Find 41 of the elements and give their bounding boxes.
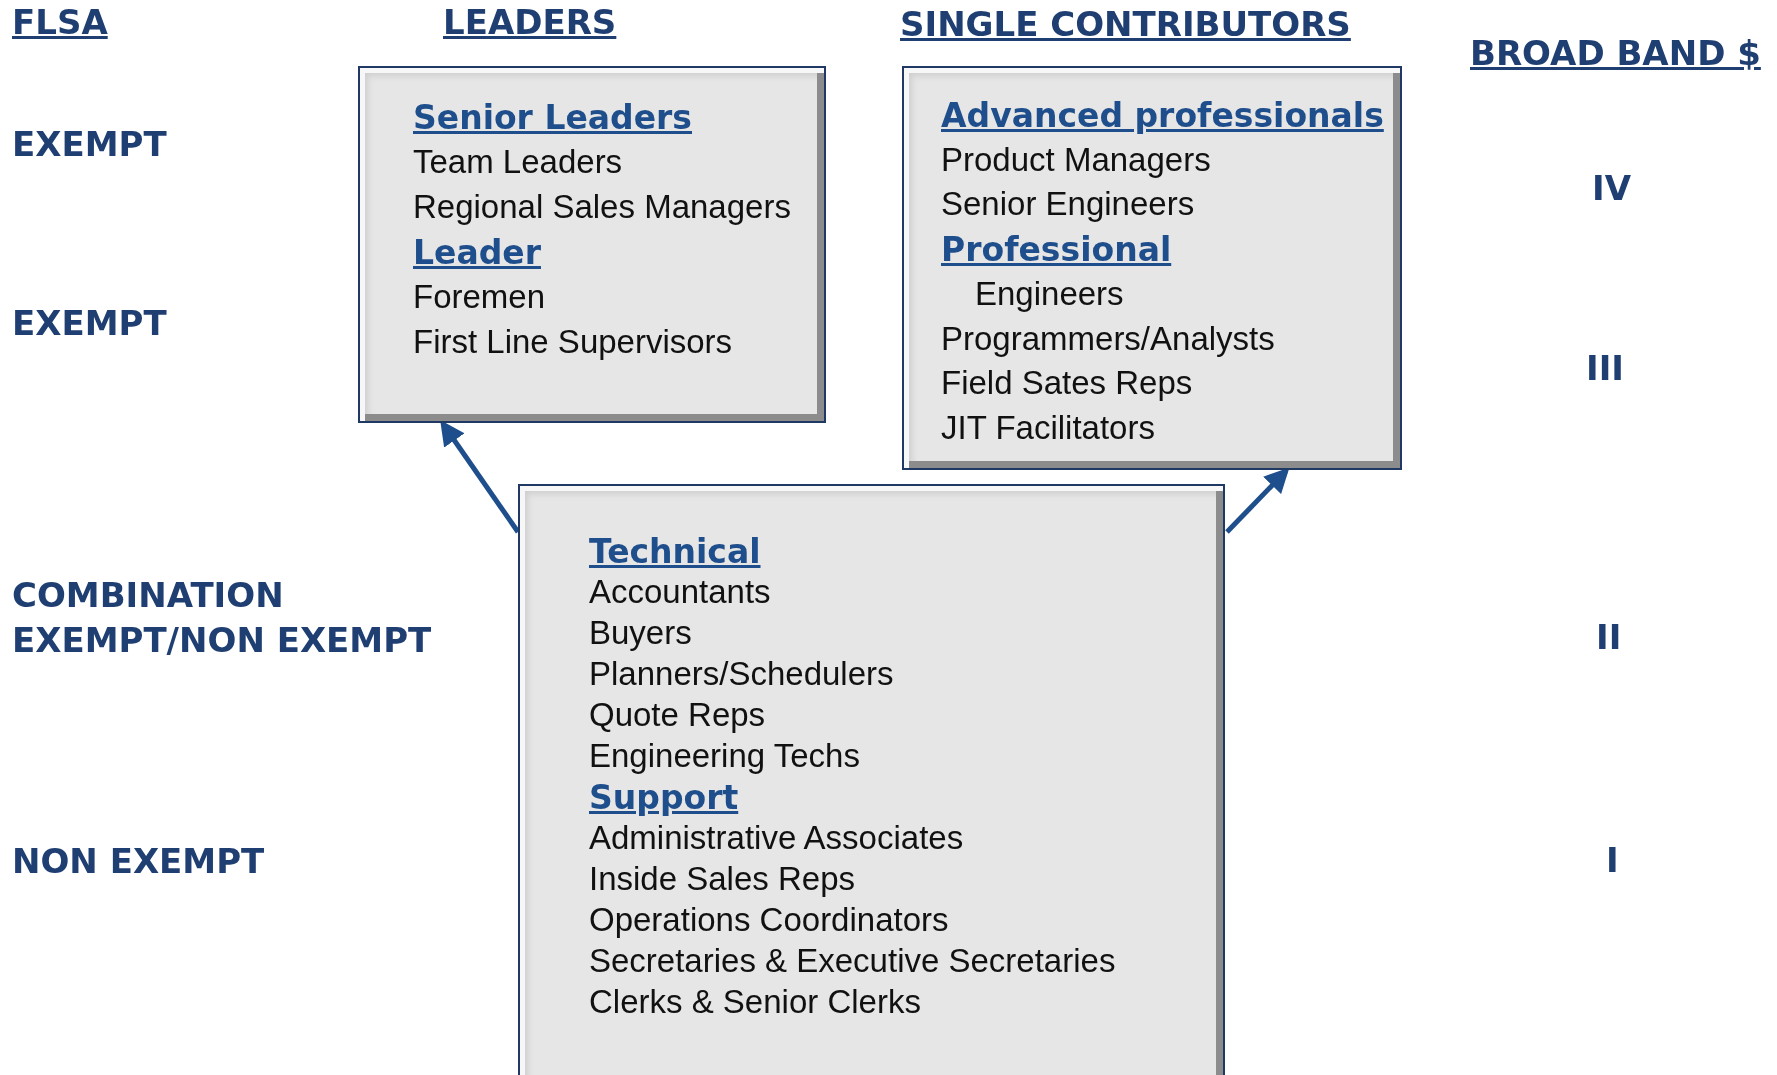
- group-heading: Professional: [941, 230, 1172, 270]
- job-title: Senior Engineers: [941, 185, 1195, 224]
- job-title: Programmers/Analysts: [941, 319, 1275, 358]
- group-heading: Technical: [589, 532, 761, 571]
- column-header: SINGLE CONTRIBUTORS: [900, 4, 1351, 45]
- row-label: EXEMPT: [12, 124, 167, 165]
- job-title: Buyers: [589, 614, 692, 652]
- job-title: Product Managers: [941, 140, 1211, 179]
- job-title: Field Sates Reps: [941, 364, 1193, 403]
- row-label: III: [1586, 348, 1624, 389]
- job-title: JIT Facilitators: [941, 408, 1155, 447]
- group-heading: Advanced professionals: [941, 96, 1384, 135]
- column-header: BROAD BAND $: [1470, 33, 1761, 74]
- row-label: COMBINATION EXEMPT/NON EXEMPT: [12, 574, 433, 662]
- group-heading: Support: [589, 778, 739, 817]
- job-group-box: [358, 66, 826, 423]
- row-label: EXEMPT: [12, 303, 167, 344]
- job-title: Engineers: [975, 274, 1124, 313]
- row-label: NON EXEMPT: [12, 841, 265, 882]
- column-header: LEADERS: [443, 2, 617, 43]
- job-title: Administrative Associates: [589, 819, 964, 857]
- job-title: Operations Coordinators: [589, 901, 949, 939]
- job-group-box: [902, 66, 1402, 470]
- job-title: Secretaries & Executive Secretaries: [589, 942, 1116, 980]
- job-title: Team Leaders: [413, 143, 623, 181]
- job-group-box: [518, 484, 1225, 1075]
- row-label: IV: [1592, 168, 1631, 209]
- job-title: Quote Reps: [589, 696, 766, 734]
- column-header: FLSA: [12, 2, 108, 43]
- group-heading: Senior Leaders: [413, 98, 692, 137]
- job-title: Regional Sales Managers: [413, 188, 791, 226]
- job-title: Accountants: [589, 573, 771, 611]
- job-title: Clerks & Senior Clerks: [589, 983, 921, 1021]
- row-label: II: [1596, 617, 1622, 658]
- job-title: Planners/Schedulers: [589, 655, 894, 693]
- group-heading: Leader: [413, 233, 541, 272]
- job-title: First Line Supervisors: [413, 323, 733, 361]
- job-title: Foremen: [413, 278, 546, 316]
- job-title: Inside Sales Reps: [589, 860, 855, 898]
- job-title: Engineering Techs: [589, 737, 860, 775]
- row-label: I: [1606, 840, 1619, 881]
